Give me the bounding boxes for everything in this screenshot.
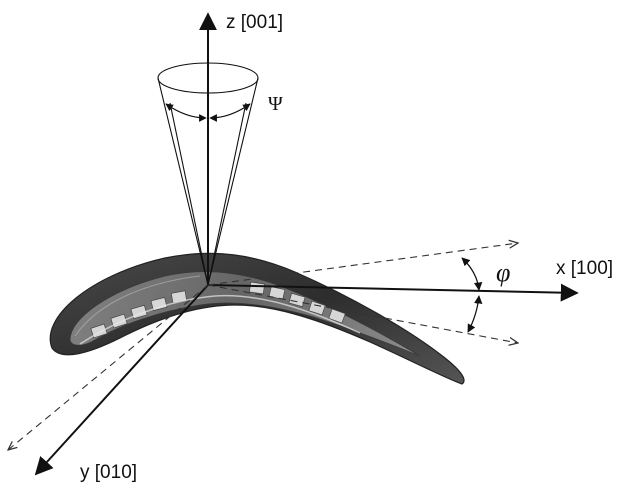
y-axis (34, 284, 209, 476)
cooling-ribs (90, 281, 346, 339)
psi-label: Ψ (268, 93, 283, 115)
phi-label: φ (496, 258, 510, 287)
turbine-blade-airfoil-icon (49, 252, 465, 385)
z-axis-label: z [001] (226, 12, 283, 33)
y-axis-label: y [010] (80, 462, 137, 483)
phi-dashed-axes (8, 243, 518, 450)
psi-angle-arcs (165, 103, 251, 122)
phi-angle-arcs (461, 257, 483, 333)
x-axis (207, 283, 579, 302)
x-axis-label: x [100] (556, 258, 613, 279)
